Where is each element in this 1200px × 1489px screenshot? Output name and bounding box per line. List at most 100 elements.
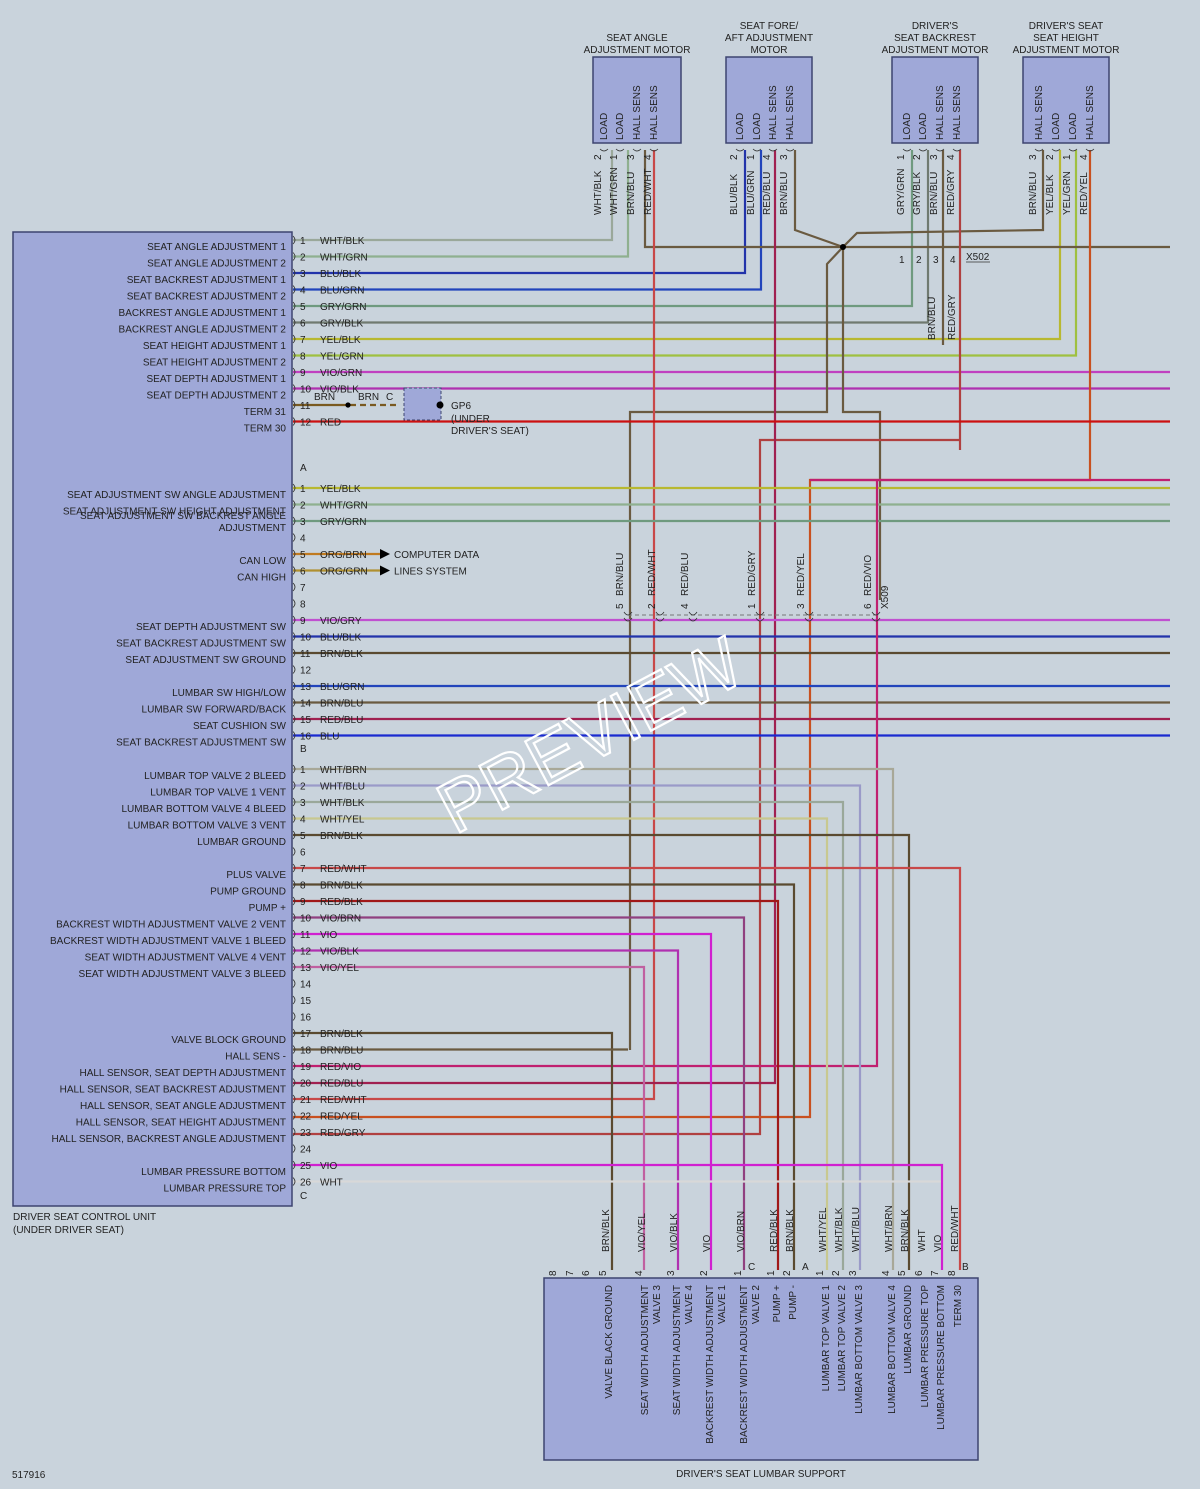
cu-pin-number: 1	[300, 236, 306, 247]
pin-bracket	[292, 1144, 296, 1153]
x509-num: 4	[680, 603, 691, 609]
cu-pin-label: HALL SENSOR, BACKREST ANGLE ADJUSTMENT	[51, 1134, 286, 1145]
wire-lumbar	[293, 949, 680, 1270]
lumbar-wire-label: BRN/BLK	[900, 1209, 911, 1252]
x509-wire: RED/GRY	[747, 550, 758, 596]
ground-dot	[436, 401, 444, 409]
cu-pin-label: CAN HIGH	[237, 573, 286, 584]
lumbar-box	[543, 1277, 979, 1461]
x502-wire: RED/GRY	[947, 294, 958, 340]
cu-wire-label: WHT/GRN	[320, 253, 368, 264]
cu-wire-label: RED/WHT	[320, 864, 367, 875]
motor-pin-label: LOAD	[735, 113, 746, 140]
cu-pin-label: SEAT WIDTH ADJUSTMENT VALVE 4 VENT	[85, 953, 286, 964]
wire-gry-grn	[293, 265, 914, 308]
pin-bracket	[292, 1078, 296, 1087]
splice-letter: C	[386, 392, 393, 403]
wire-lumbar	[293, 767, 895, 1270]
pin-bracket	[1034, 148, 1044, 152]
pin-bracket	[649, 148, 659, 152]
motor-pin-label: LOAD	[902, 113, 913, 140]
cu-pin-label: SEAT DEPTH ADJUSTMENT 1	[147, 374, 287, 385]
cu-wire-label: GRY/GRN	[320, 517, 367, 528]
cu-pin-label: SEAT WIDTH ADJUSTMENT VALVE 3 BLEED	[79, 969, 286, 980]
lumbar-wire-label: RED/BLK	[769, 1209, 780, 1252]
cu-wire-label: BRN/BLU	[320, 1046, 363, 1057]
lumbar-wire-label: WHT/BRN	[884, 1205, 895, 1252]
x509-wire: BRN/BLU	[615, 553, 626, 596]
cu-pin-number: 22	[300, 1112, 312, 1123]
cu-pin-label: SEAT DEPTH ADJUSTMENT SW	[136, 622, 287, 633]
lumbar-pin-num: 8	[548, 1270, 559, 1276]
wire-lumbar	[293, 866, 962, 1270]
cu-pin-number: 2	[300, 501, 306, 512]
motor-title: DRIVER'S	[912, 21, 959, 32]
pin-bracket	[935, 148, 945, 152]
x509-splice	[623, 611, 633, 622]
cu-pin-label: PLUS VALVE	[226, 870, 286, 881]
cu-pin-number: 12	[300, 418, 312, 429]
cu-pin-label: SEAT BACKREST ADJUSTMENT SW	[116, 738, 286, 749]
pin-bracket	[292, 1028, 296, 1038]
wires-layer	[293, 150, 1170, 1270]
wire-brn-blu	[628, 246, 844, 1050]
ground-loc: DRIVER'S SEAT)	[451, 426, 529, 437]
cu-pin-number: 3	[300, 517, 306, 528]
pin-bracket	[292, 1177, 296, 1186]
pin-bracket	[292, 301, 296, 311]
x509-splice	[688, 611, 698, 622]
cu-pin-number: 1	[300, 765, 306, 776]
ground-box	[403, 387, 442, 421]
pin-bracket	[902, 148, 912, 152]
pin-bracket	[952, 148, 962, 152]
cu-pin-number: 5	[300, 831, 306, 842]
lumbar-pin-label: PUMP -	[788, 1285, 799, 1320]
lumbar-pin-num: 4	[881, 1270, 892, 1276]
lumbar-pin-num: 1	[815, 1270, 826, 1276]
lumbar-pin-num: 8	[947, 1270, 958, 1276]
motor-pin-label: HALL SENS	[632, 85, 643, 140]
cu-pin-number: 4	[300, 286, 306, 297]
cu-pin-number: 17	[300, 1029, 312, 1040]
cu-wire-label: ORG/GRN	[320, 567, 368, 578]
lumbar-pin-label: VALVE 2	[751, 1285, 762, 1325]
cu-pin-label: BACKREST ANGLE ADJUSTMENT 1	[119, 308, 287, 319]
wire-blu-grn	[293, 150, 763, 291]
pin-bracket	[292, 516, 296, 526]
wire-lumbar	[293, 784, 862, 1270]
pin-bracket	[292, 632, 296, 641]
pin-bracket	[292, 781, 296, 790]
wire-brn-blu	[643, 150, 843, 249]
x509-wire: RED/BLU	[680, 553, 691, 596]
pin-bracket	[292, 566, 296, 575]
motor-pin-num: 4	[762, 154, 773, 160]
motor-title: ADJUSTMENT MOTOR	[584, 45, 691, 56]
cu-pin-label: CAN LOW	[239, 556, 286, 567]
lumbar-pin-num: 5	[598, 1270, 609, 1276]
x509-splice	[655, 611, 665, 622]
lumbar-pin-label: LUMBAR BOTTOM VALVE 4	[887, 1285, 898, 1414]
motor-pin-label: HALL SENS	[768, 85, 779, 140]
cu-wire-label: WHT/BLU	[320, 782, 365, 793]
pin-bracket	[1085, 148, 1095, 152]
lumbar-conn-letter: A	[802, 1262, 809, 1273]
cu-pin-number: 15	[300, 996, 312, 1007]
cu-pin-label: LUMBAR SW FORWARD/BACK	[142, 705, 287, 716]
motor-pin-num: 1	[1062, 154, 1073, 160]
wire-blu-blk	[293, 150, 747, 275]
labels-layer: DRIVER SEAT CONTROL UNIT(UNDER DRIVER SE…	[13, 21, 1119, 1480]
cu-wire-label: VIO/BLK	[320, 385, 359, 396]
lumbar-pin-label: BACKREST WIDTH ADJUSTMENT	[739, 1285, 750, 1444]
wire-lumbar	[293, 1031, 614, 1270]
pin-bracket	[292, 1127, 296, 1137]
lumbar-pin-label: LUMBAR TOP VALVE 1	[821, 1285, 832, 1392]
wire-red-blu	[293, 150, 777, 1085]
motor-title: ADJUSTMENT MOTOR	[1013, 45, 1120, 56]
lumbar-pin-num: 1	[733, 1270, 744, 1276]
pin-bracket	[292, 268, 296, 278]
cu-pin-label: SEAT ADJUSTMENT SW GROUND	[125, 655, 286, 666]
cu-pin-label: SEAT DEPTH ADJUSTMENT 2	[147, 391, 287, 402]
cu-wire-label: WHT	[320, 1178, 343, 1189]
wire-lumbar	[293, 883, 796, 1270]
x502-pin: 4	[950, 255, 956, 266]
